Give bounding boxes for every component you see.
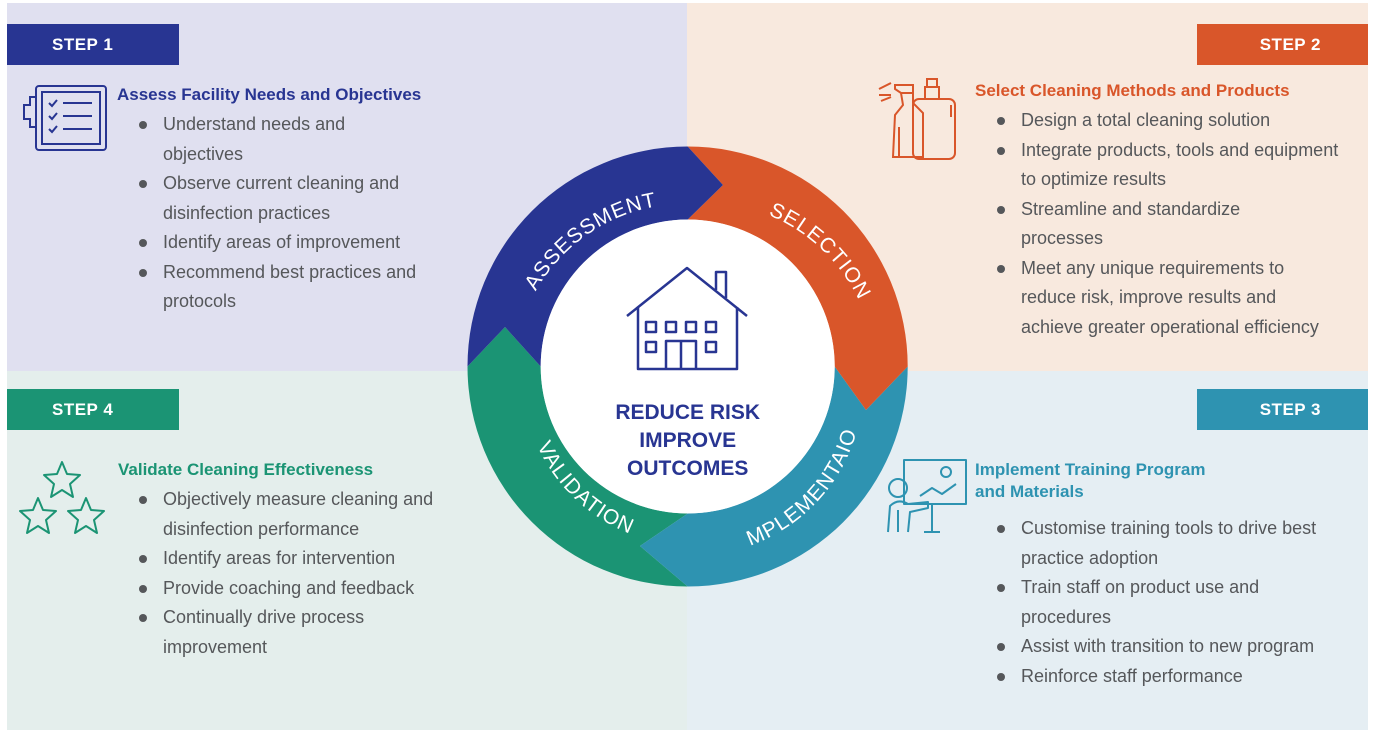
step-1-title: Assess Facility Needs and Objectives bbox=[117, 85, 422, 104]
list-item: Reinforce staff performance bbox=[995, 662, 1335, 692]
step-1-bullet-list: Understand needs and objectives Observe … bbox=[137, 110, 487, 317]
list-item: Objectively measure cleaning and disinfe… bbox=[137, 485, 473, 544]
step-3-title: Implement Training Program and Materials bbox=[975, 459, 1206, 503]
step-2-bullet-list: Design a total cleaning solution Integra… bbox=[995, 106, 1340, 342]
list-item: Provide coaching and feedback bbox=[137, 574, 497, 604]
validation-segment bbox=[467, 327, 688, 587]
center-text-line-1: REDUCE RISK bbox=[615, 401, 760, 424]
step-3-title-line-1: Implement Training Program bbox=[975, 460, 1206, 479]
three-stars-icon bbox=[19, 461, 105, 534]
list-item: Continually drive process improvement bbox=[137, 603, 433, 662]
center-text-line-3: OUTCOMES bbox=[627, 457, 748, 480]
step-3-title-line-2: and Materials bbox=[975, 482, 1084, 501]
implementation-segment bbox=[640, 366, 908, 587]
step-3-bullet-list: Customise training tools to drive best p… bbox=[995, 514, 1335, 691]
step-4-badge: STEP 4 bbox=[7, 389, 179, 430]
step-2-title: Select Cleaning Methods and Products bbox=[975, 81, 1290, 100]
list-item: Observe current cleaning and disinfectio… bbox=[137, 169, 487, 228]
selection-segment bbox=[687, 146, 908, 410]
list-item: Understand needs and objectives bbox=[137, 110, 403, 169]
step-3-badge: STEP 3 bbox=[1197, 389, 1368, 430]
list-item: Customise training tools to drive best p… bbox=[995, 514, 1335, 573]
spray-bottle-icon bbox=[878, 78, 956, 160]
list-item: Integrate products, tools and equipment … bbox=[995, 136, 1340, 195]
list-item: Identify areas for intervention bbox=[137, 544, 497, 574]
clipboard-checklist-icon bbox=[23, 85, 107, 151]
list-item: Design a total cleaning solution bbox=[995, 106, 1340, 136]
list-item: Identify areas of improvement bbox=[137, 228, 487, 258]
step-4-title: Validate Cleaning Effectiveness bbox=[118, 460, 374, 479]
list-item: Streamline and standardize processes bbox=[995, 195, 1311, 254]
assessment-segment bbox=[467, 146, 723, 367]
list-item: Meet any unique requirements to reduce r… bbox=[995, 254, 1340, 343]
step-4-bullet-list: Objectively measure cleaning and disinfe… bbox=[137, 485, 497, 662]
step-1-badge: STEP 1 bbox=[7, 24, 179, 65]
step-2-badge: STEP 2 bbox=[1197, 24, 1368, 65]
list-item: Train staff on product use and procedure… bbox=[995, 573, 1335, 632]
trainer-whiteboard-icon bbox=[887, 459, 967, 533]
house-icon bbox=[626, 266, 748, 371]
list-item: Assist with transition to new program bbox=[995, 632, 1321, 662]
center-circle bbox=[540, 219, 835, 514]
center-text-line-2: IMPROVE bbox=[639, 429, 736, 452]
list-item: Recommend best practices and protocols bbox=[137, 258, 487, 317]
